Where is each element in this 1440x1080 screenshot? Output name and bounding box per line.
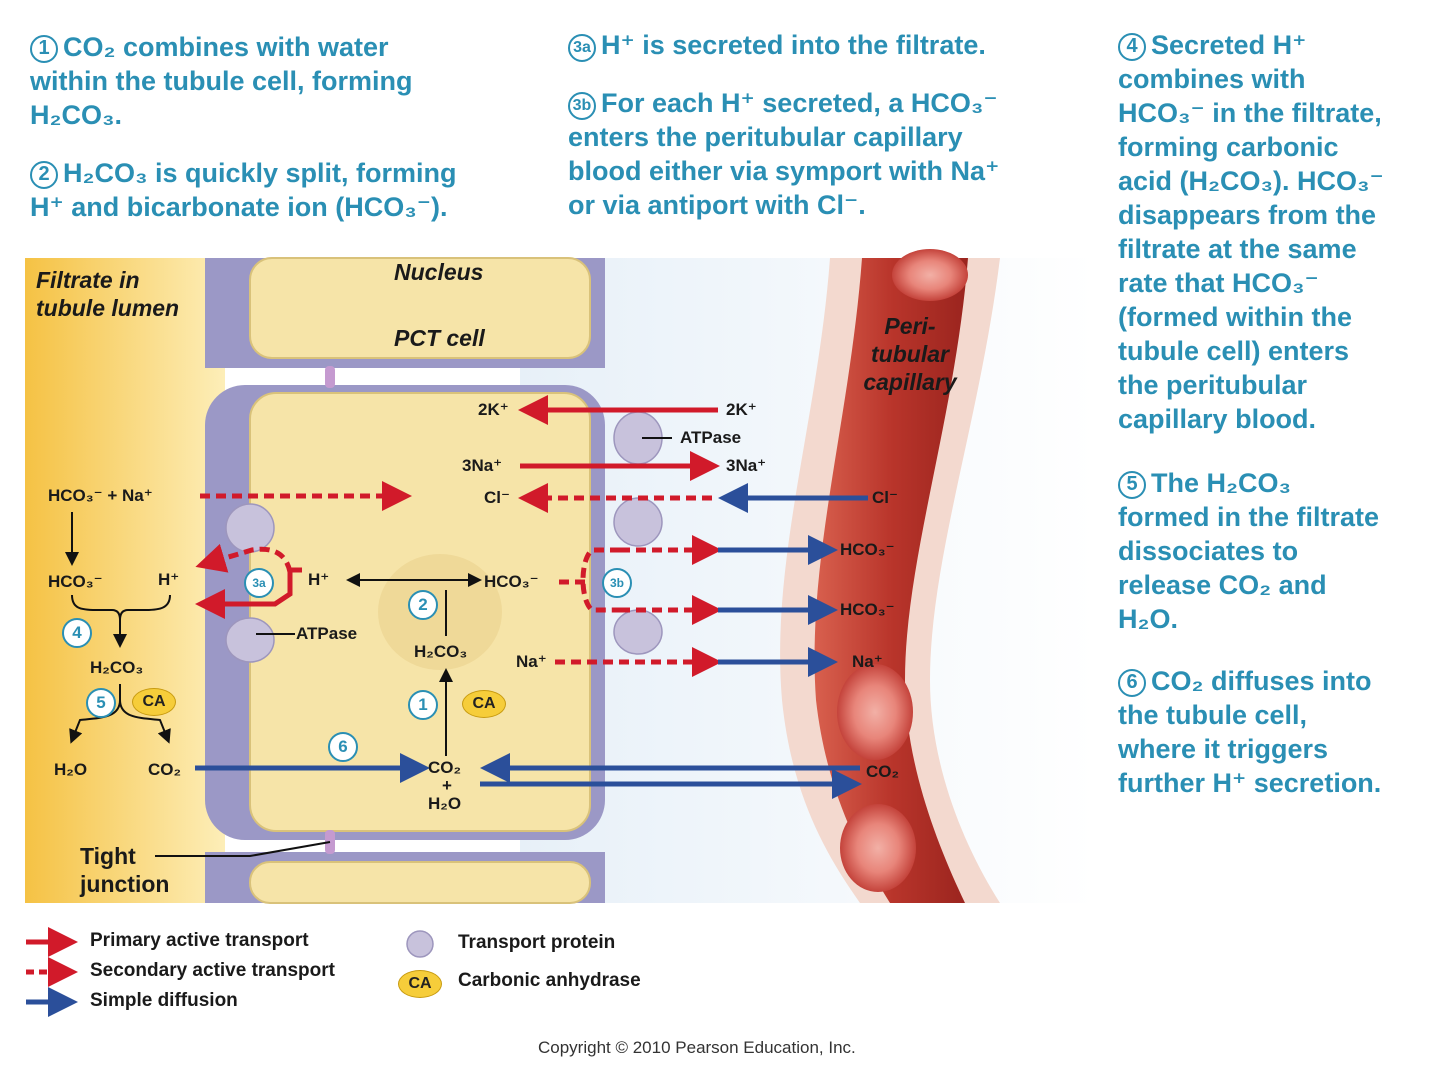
badge-3a: 3a: [244, 568, 274, 598]
badge-4: 4: [62, 618, 92, 648]
hco3-blood-label-1: HCO₃⁻: [840, 540, 895, 559]
legend-protein-swatch: [406, 930, 434, 958]
h-cell-label: H⁺: [308, 570, 330, 589]
legend-ca-badge: CA: [398, 970, 442, 998]
primary-arrows: [195, 395, 720, 619]
plus-sign: +: [442, 776, 452, 795]
secondary-arrows: [195, 481, 722, 677]
na-cell-label: Na⁺: [516, 652, 547, 671]
tight-junction-label: Tight junction: [80, 843, 170, 897]
diffusion-arrows: [195, 483, 868, 799]
h-filtrate-label: H⁺: [158, 570, 180, 589]
reaction-arrows: [65, 437, 672, 857]
copyright-notice: Copyright © 2010 Pearson Education, Inc.: [538, 1038, 856, 1057]
step-4-number: 4: [1118, 33, 1146, 61]
step-2-number: 2: [30, 161, 58, 189]
legend-ca-label: Carbonic anhydrase: [458, 970, 641, 991]
h2o-filtrate-label: H₂O: [54, 760, 88, 779]
badge-6: 6: [328, 732, 358, 762]
step-3b-number: 3b: [568, 92, 596, 120]
hco3-na-filtrate-label: HCO₃⁻ + Na⁺: [48, 486, 153, 505]
co2-blood-label: CO₂: [866, 762, 900, 781]
cl-blood-label: Cl⁻: [872, 488, 898, 507]
atpase-basolateral-label: ATPase: [680, 428, 742, 447]
filtrate-region: [25, 258, 225, 903]
co2-cell-label: CO₂: [428, 758, 462, 777]
hco3-blood-label-2: HCO₃⁻: [840, 600, 895, 619]
ca-enzyme-filtrate: CA: [132, 688, 176, 716]
tubule-cell-top: [205, 257, 605, 368]
k-out-label: 2K⁺: [726, 400, 757, 419]
h2co3-filtrate-label: H₂CO₃: [90, 658, 144, 677]
hco3-cell-label: HCO₃⁻: [484, 572, 539, 591]
step-1-number: 1: [30, 35, 58, 63]
hco3-filtrate-label: HCO₃⁻: [48, 572, 103, 591]
na-out-label: 3Na⁺: [726, 456, 767, 475]
badge-5: 5: [86, 688, 116, 718]
h2co3-cell-label: H₂CO₃: [414, 642, 468, 661]
legend-diffusion-label: Simple diffusion: [90, 990, 238, 1011]
cl-cell-label: Cl⁻: [484, 488, 510, 507]
h2o-cell-label: H₂O: [428, 794, 462, 813]
nucleus-label: Nucleus: [394, 259, 484, 285]
na-in-label: 3Na⁺: [462, 456, 503, 475]
badge-1: 1: [408, 690, 438, 720]
k-in-label: 2K⁺: [478, 400, 509, 419]
na-blood-label: Na⁺: [852, 652, 883, 671]
legend-protein-label: Transport protein: [458, 932, 616, 953]
step-5-number: 5: [1118, 471, 1146, 499]
legend-secondary-label: Secondary active transport: [90, 960, 335, 981]
co2-filtrate-label: CO₂: [148, 760, 182, 779]
red-blood-cells: [837, 249, 968, 892]
step-6-number: 6: [1118, 669, 1146, 697]
junction-top: [325, 366, 335, 388]
badge-3b: 3b: [602, 568, 632, 598]
capillary-label: Peri- tubular capillary: [863, 313, 957, 395]
tubule-cell-main: [205, 385, 605, 840]
atpase-apical-label: ATPase: [296, 624, 358, 643]
legend-swatches: [26, 927, 434, 1017]
pct-cell-label: PCT cell: [394, 325, 485, 351]
step-3a-number: 3a: [568, 34, 596, 62]
filtrate-label: Filtrate in tubule lumen: [36, 267, 180, 321]
legend-primary-label: Primary active transport: [90, 930, 309, 951]
ca-enzyme-cell: CA: [462, 690, 506, 718]
badge-2: 2: [408, 590, 438, 620]
tubule-cell-bottom: [205, 852, 605, 904]
